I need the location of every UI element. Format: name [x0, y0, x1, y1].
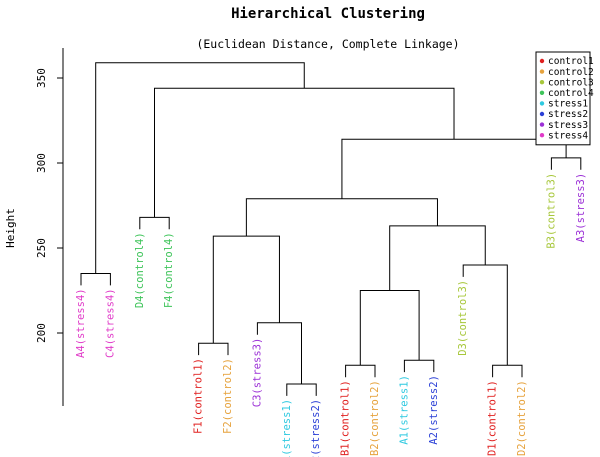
- leaf-label: F2(control2): [222, 358, 234, 434]
- legend-item-label: control1: [548, 56, 594, 67]
- leaf-label: D4(control4): [134, 232, 146, 308]
- legend-item-label: stress3: [548, 120, 588, 131]
- dendrogram-link: [95, 62, 305, 274]
- legend-item-label: stress1: [548, 99, 588, 110]
- dendrogram-link: [245, 198, 438, 237]
- dendrogram-link: [139, 216, 170, 230]
- leaf-label: A1(stress1): [398, 375, 410, 445]
- legend-item-label: control2: [548, 67, 594, 78]
- legend-marker: [539, 111, 545, 117]
- leaf-label: D2(control2): [516, 380, 528, 456]
- leaf-label: C3(stress3): [251, 338, 263, 408]
- y-axis-label: Height: [4, 208, 17, 248]
- leaf-label: A4(stress4): [75, 288, 87, 358]
- dendrogram-link: [492, 364, 523, 378]
- legend-marker: [539, 80, 545, 85]
- legend-marker: [539, 122, 545, 127]
- dendrogram-link: [198, 342, 229, 356]
- dendrogram-link: [345, 364, 376, 378]
- dendrogram-link: [389, 225, 486, 291]
- dendrogram-tree: [80, 62, 582, 396]
- chart-title: Hierarchical Clustering: [231, 6, 425, 22]
- leaf-label: D3(control3): [457, 280, 469, 356]
- legend-marker: [539, 90, 545, 96]
- chart-subtitle: (Euclidean Distance, Complete Linkage): [196, 37, 459, 51]
- y-tick-label: 250: [35, 238, 48, 258]
- y-axis: 200 250 300 350: [35, 48, 64, 406]
- dendrogram-link: [550, 157, 582, 170]
- y-tick-label: 300: [35, 153, 48, 173]
- legend-box: [535, 51, 591, 146]
- legend-marker: [539, 101, 545, 106]
- leaf-label: B2(control2): [369, 380, 381, 456]
- leaf-labels: A4(stress4) C4(stress4) D4(control4) F4(con…: [75, 173, 587, 457]
- legend-item-label: stress4: [548, 130, 588, 141]
- legend-marker: [539, 133, 545, 138]
- leaf-label: F1(control1): [193, 358, 205, 434]
- leaf-label: C2(stress2): [310, 399, 322, 457]
- leaf-label: C4(stress4): [104, 288, 116, 358]
- dendrogram-link: [359, 290, 420, 366]
- dendrogram-link: [80, 273, 111, 286]
- y-tick-label: 350: [35, 68, 48, 88]
- dendrogram-link: [212, 235, 280, 344]
- legend-item-label: control4: [548, 88, 594, 99]
- legend: control1control2control3control4stress1s…: [535, 51, 594, 146]
- dendrogram-link: [462, 264, 508, 366]
- dendrogram-link: [286, 383, 317, 396]
- leaf-label: B1(control1): [340, 380, 352, 456]
- y-tick-label: 200: [35, 323, 48, 343]
- legend-item-label: stress2: [548, 109, 588, 120]
- leaf-label: A2(stress2): [428, 375, 440, 445]
- dendrogram-link: [256, 322, 302, 384]
- leaf-label: D1(control1): [487, 380, 499, 456]
- legend-marker: [539, 69, 545, 74]
- dendrogram-link: [154, 87, 455, 218]
- leaf-label: C1(stress1): [281, 399, 293, 457]
- dendrogram-link: [341, 138, 567, 199]
- leaf-label: B3(control3): [545, 173, 557, 249]
- legend-item-label: control3: [548, 77, 594, 88]
- leaf-label: F4(control4): [163, 232, 175, 308]
- legend-marker: [539, 58, 545, 64]
- dendrogram-link: [403, 359, 435, 373]
- leaf-label: A3(stress3): [575, 173, 587, 243]
